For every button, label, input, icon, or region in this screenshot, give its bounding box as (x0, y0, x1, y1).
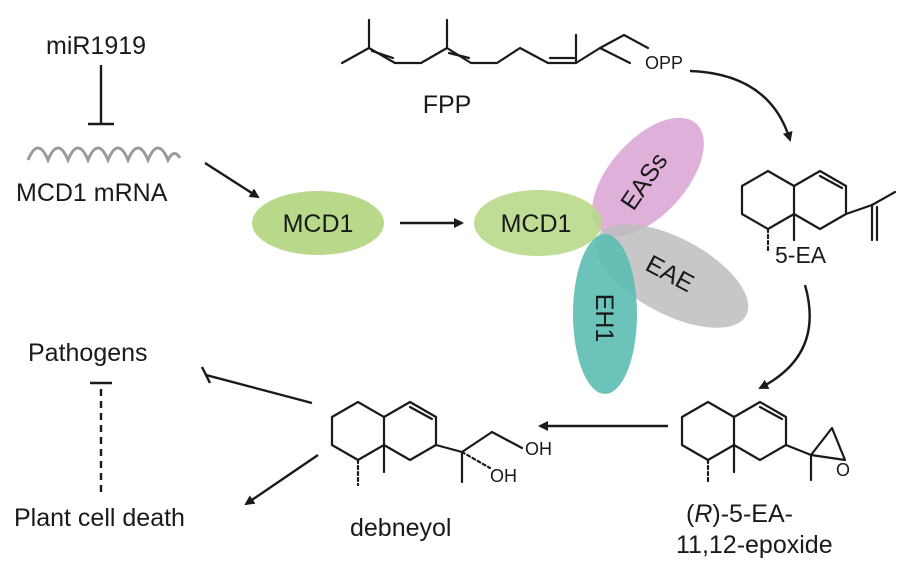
pathogens-label: Pathogens (28, 339, 148, 367)
mcd1-ellipse-right (474, 190, 602, 256)
eae-ellipse (595, 224, 749, 328)
5ea-structure (740, 169, 897, 252)
eh1-ellipse (573, 234, 637, 394)
opp-label: OPP (645, 53, 683, 73)
epoxide-o-label: O (836, 460, 850, 480)
inhibition-mirna-to-mrna (88, 65, 114, 126)
mrna-wave-icon (26, 146, 182, 164)
enzyme-complex (474, 117, 749, 394)
oh-label-1: OH (525, 439, 552, 459)
debneyol-structure (330, 400, 524, 487)
eass-ellipse (592, 117, 704, 237)
debneyol-label: debneyol (350, 514, 451, 542)
arrow-5ea-to-epoxide (758, 284, 811, 390)
mcd1-label-left: MCD1 (283, 210, 354, 238)
5ea-label: 5-EA (775, 242, 827, 268)
mrna-label: MCD1 mRNA (16, 179, 168, 207)
epoxide-label-line1: (R)-5-EA- (686, 500, 793, 528)
epoxide-structure (680, 400, 847, 484)
oh-label-2: OH (490, 466, 517, 486)
fpp-structure (340, 18, 650, 65)
mcd1-label-right: MCD1 (501, 210, 572, 238)
arrow-debneyol-to-celldeath (244, 454, 319, 506)
arrow-fpp-to-5ea (689, 69, 793, 142)
fpp-label: FPP (423, 91, 472, 119)
mcd1-ellipse-left (252, 191, 384, 255)
celldeath-label: Plant cell death (14, 504, 185, 532)
epoxide-label-line2: 11,12-epoxide (676, 531, 833, 559)
inhibition-celldeath-to-pathogens (90, 381, 112, 492)
inhibition-debneyol-to-pathogens (200, 366, 313, 405)
mirna-label: miR1919 (46, 32, 146, 60)
arrow-mrna-to-mcd1 (204, 161, 260, 199)
eh1-label: EH1 (590, 294, 618, 343)
